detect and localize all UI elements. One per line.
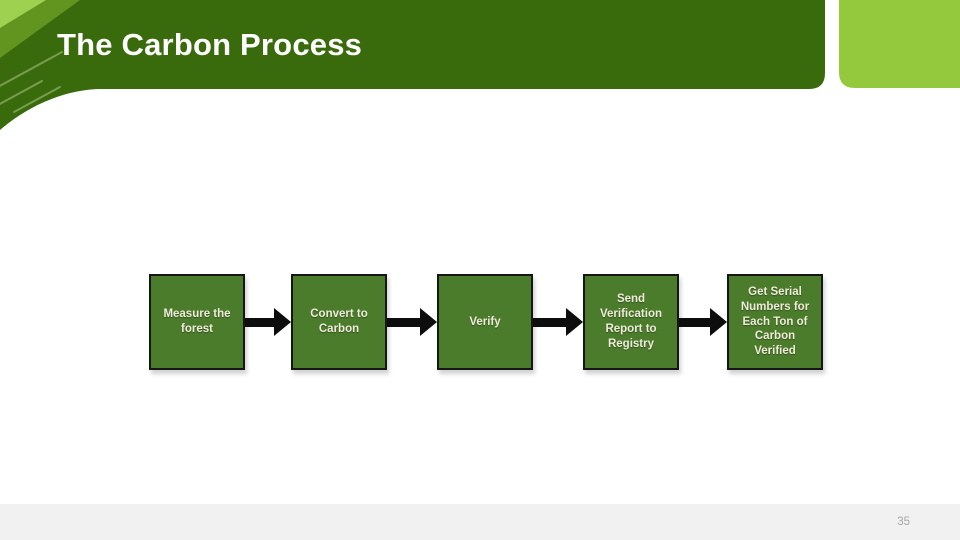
process-step-label: Measure the forest	[163, 308, 231, 335]
arrow-head-icon	[710, 308, 727, 336]
arrow-shaft	[245, 317, 274, 327]
arrow-head-icon	[274, 308, 291, 336]
process-step-verify: Verify	[437, 274, 533, 370]
header-band-shape	[0, 0, 825, 130]
flow-arrow	[387, 308, 437, 336]
process-step-get-serial-numbers: Get Serial Numbers for Each Ton of Carbo…	[727, 274, 823, 370]
process-step-label: Convert to Carbon	[310, 308, 368, 335]
corner-wedge-light	[0, 0, 46, 28]
header-streaks	[0, 51, 63, 113]
arrow-head-icon	[566, 308, 583, 336]
process-step-measure-forest: Measure the forest	[149, 274, 245, 370]
process-step-label: Send Verification Report to Registry	[600, 293, 662, 350]
page-title: The Carbon Process	[57, 27, 363, 62]
header-swoosh-graphic	[0, 0, 960, 130]
arrow-shaft	[533, 317, 566, 327]
arrow-head-icon	[420, 308, 437, 336]
process-step-label: Verify	[469, 315, 501, 328]
footer-bar: 35	[0, 504, 960, 540]
flow-arrow	[533, 308, 583, 336]
arrow-shaft	[679, 317, 710, 327]
flow-arrow	[245, 308, 291, 336]
page-number: 35	[897, 516, 910, 528]
flow-arrow	[679, 308, 727, 336]
process-step-label: Get Serial Numbers for Each Ton of Carbo…	[740, 285, 810, 358]
process-step-send-verification-report: Send Verification Report to Registry	[583, 274, 679, 370]
accent-tab-shape	[839, 0, 960, 88]
process-step-convert-to-carbon: Convert to Carbon	[291, 274, 387, 370]
arrow-shaft	[387, 317, 420, 327]
